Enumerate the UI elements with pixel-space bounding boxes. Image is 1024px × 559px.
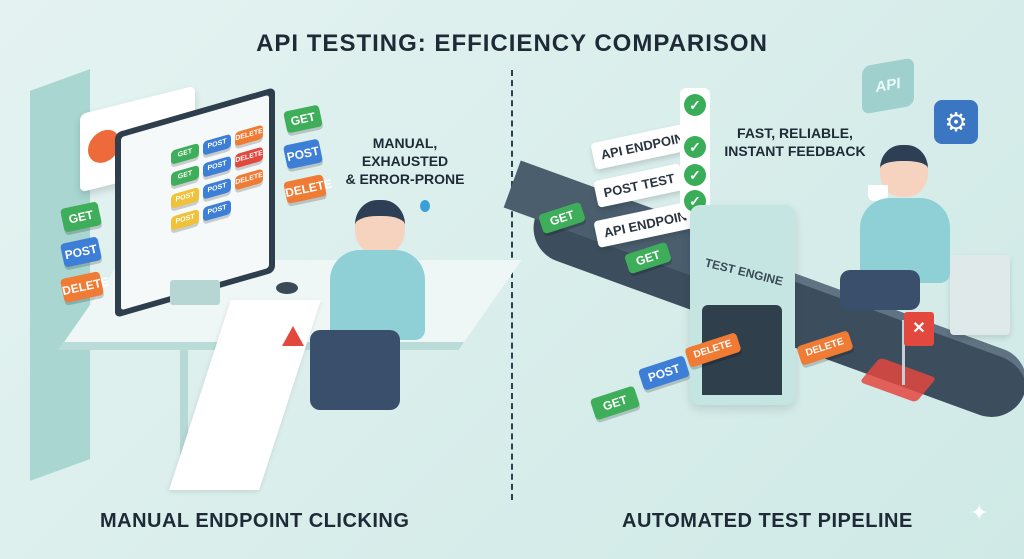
right-caption: AUTOMATED TEST PIPELINE bbox=[622, 510, 913, 532]
right-note-line2: INSTANT FEEDBACK bbox=[724, 143, 866, 159]
legs bbox=[310, 330, 400, 410]
screen-chip: GET bbox=[171, 142, 199, 165]
server-rack bbox=[950, 255, 1010, 335]
screen-chip: DELETE bbox=[235, 124, 263, 147]
error-flag-icon: ✕ bbox=[904, 312, 934, 346]
divider bbox=[511, 70, 513, 500]
screen-chip: POST bbox=[171, 186, 199, 209]
screen-chip: POST bbox=[203, 155, 231, 178]
sparkle-icon: ✦ bbox=[970, 500, 989, 525]
api-tile: API bbox=[862, 57, 914, 115]
flag-pole bbox=[902, 320, 905, 385]
belt-chip-get: GET bbox=[589, 385, 641, 421]
right-note-line1: FAST, RELIABLE, bbox=[737, 125, 853, 141]
test-engine: TEST ENGINE bbox=[690, 205, 795, 405]
screen-chip: GET bbox=[171, 164, 199, 187]
screen-chip: POST bbox=[203, 199, 231, 222]
screen-chip: POST bbox=[171, 208, 199, 231]
screen-chip: POST bbox=[203, 177, 231, 200]
gear-icon: ⚙ bbox=[934, 100, 978, 144]
chip-get: GET bbox=[283, 104, 323, 134]
screen-chip: DELETE bbox=[235, 146, 263, 169]
belt-chip-post: POST bbox=[637, 355, 691, 391]
right-note: FAST, RELIABLE, INSTANT FEEDBACK bbox=[720, 124, 870, 160]
test-card: POST TEST bbox=[593, 163, 686, 208]
legs bbox=[840, 270, 920, 310]
left-note-line2: & ERROR-PRONE bbox=[345, 171, 465, 187]
screen-chip: POST bbox=[203, 133, 231, 156]
chip-post: POST bbox=[282, 138, 324, 170]
hoodie bbox=[860, 198, 950, 283]
left-caption: MANUAL ENDPOINT CLICKING bbox=[100, 510, 410, 532]
test-engine-label: TEST ENGINE bbox=[703, 255, 785, 289]
monitor-stand bbox=[170, 280, 220, 305]
hoodie bbox=[330, 250, 425, 340]
sweat-icon bbox=[420, 200, 430, 212]
screen-chip: DELETE bbox=[235, 168, 263, 191]
warning-icon bbox=[282, 326, 304, 346]
head bbox=[355, 200, 405, 255]
mouse bbox=[276, 282, 298, 294]
coffee-cup-icon bbox=[868, 185, 888, 201]
api-tile-label: API bbox=[875, 74, 901, 97]
desk-leg bbox=[180, 350, 188, 470]
relaxed-person bbox=[840, 140, 960, 330]
page-title: API TESTING: EFFICIENCY COMPARISON bbox=[256, 30, 768, 57]
stressed-person bbox=[310, 190, 440, 420]
left-note-line1: MANUAL, EXHAUSTED bbox=[361, 135, 449, 169]
head bbox=[880, 145, 928, 197]
left-note: MANUAL, EXHAUSTED & ERROR-PRONE bbox=[330, 134, 480, 188]
check-icon: ✓ bbox=[684, 164, 706, 186]
check-icon: ✓ bbox=[684, 136, 706, 158]
check-icon: ✓ bbox=[684, 94, 706, 116]
